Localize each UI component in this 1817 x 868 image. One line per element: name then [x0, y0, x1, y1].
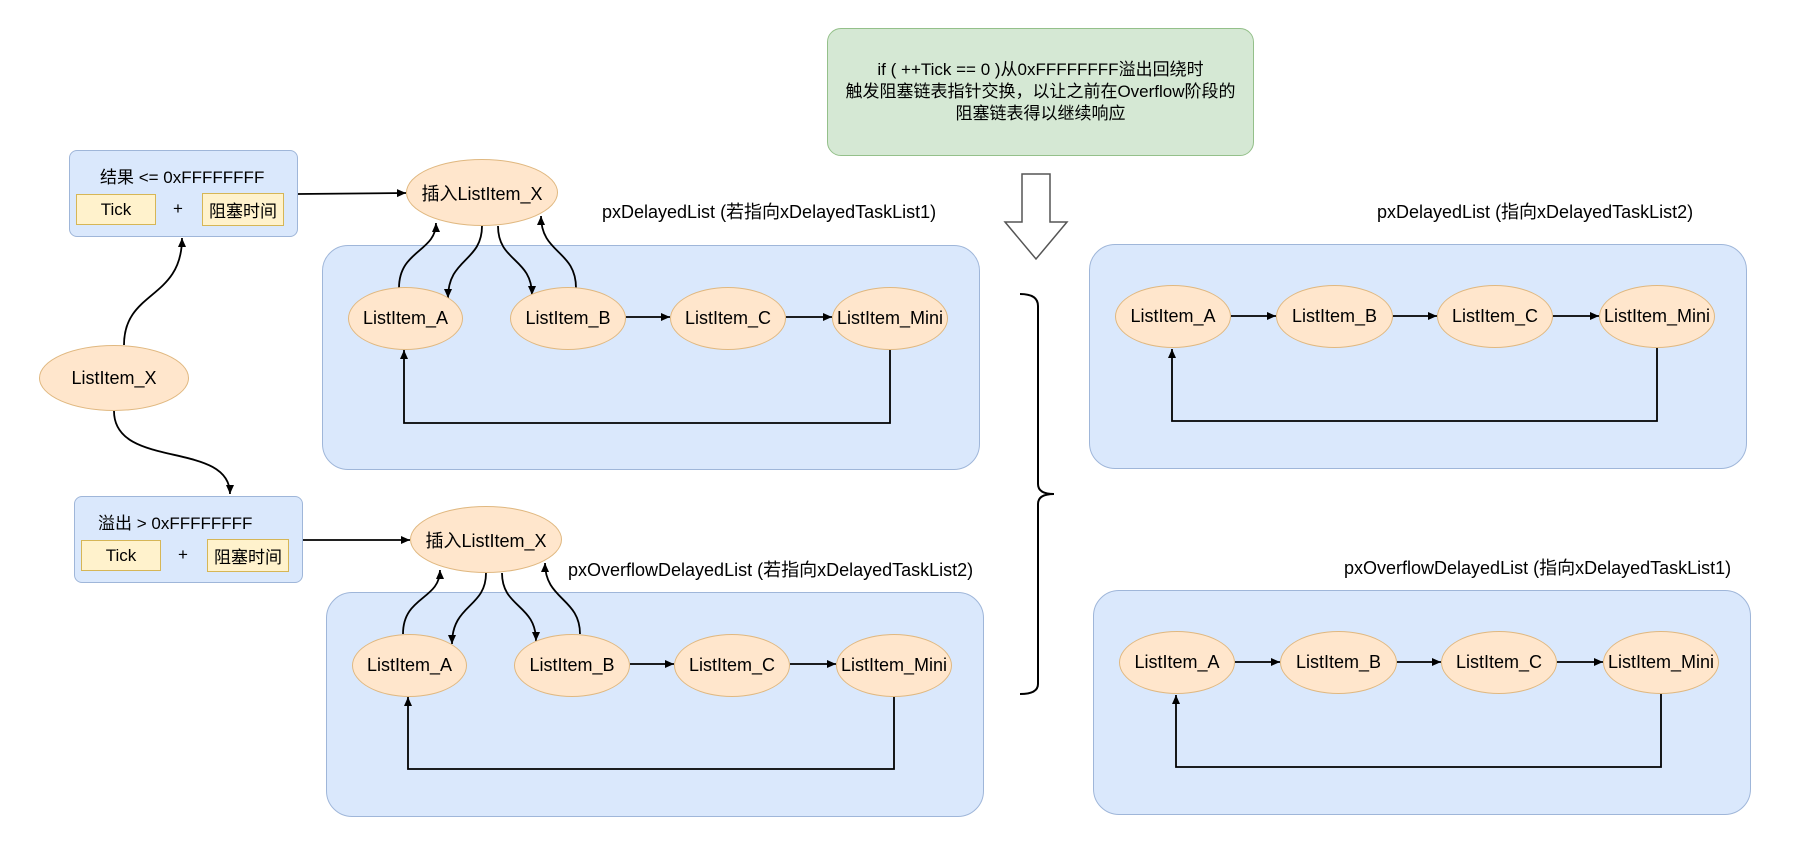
swap-down-arrow-icon — [1003, 173, 1069, 261]
tick-chip: Tick — [81, 540, 161, 571]
overflow-list-title: pxOverflowDelayedList (若指向xDelayedTaskLi… — [568, 560, 974, 580]
list-node-b: ListItem_B — [510, 287, 626, 350]
overflow-list-title: pxOverflowDelayedList (指向xDelayedTaskLis… — [1344, 558, 1732, 578]
edge-mini-loop-a — [400, 338, 894, 424]
formula-normal-title: 结果 <= 0xFFFFFFFF — [100, 168, 265, 187]
edge-insert-to-a — [444, 225, 483, 299]
list-node-b: ListItem_B — [1280, 631, 1397, 694]
list-node-a: ListItem_A — [352, 634, 467, 697]
listitem-x-node: ListItem_X — [39, 345, 189, 411]
edge-b-to-insert — [537, 215, 577, 289]
list-node-c: ListItem_C — [674, 634, 790, 697]
list-node-mini: ListItem_Mini — [836, 634, 952, 697]
delayed-list-title: pxDelayedList (若指向xDelayedTaskList1) — [602, 202, 937, 222]
list-node-a: ListItem_A — [348, 287, 463, 350]
list-node-a: ListItem_A — [1115, 285, 1231, 348]
list-node-mini: ListItem_Mini — [1599, 285, 1715, 348]
block-time-chip: 阻塞时间 — [202, 193, 284, 226]
edge-insert-to-a — [448, 572, 487, 645]
edge-insert-to-b — [497, 225, 536, 296]
insert-listitem-x-node: 插入ListItem_X — [406, 159, 558, 226]
note-line-3: 阻塞链表得以继续响应 — [955, 104, 1126, 123]
list-node-mini: ListItem_Mini — [832, 287, 948, 350]
formula-overflow-box: 溢出 > 0xFFFFFFFF Tick + 阻塞时间 — [74, 496, 303, 583]
swap-brace-icon — [1019, 293, 1055, 695]
list-node-b: ListItem_B — [1276, 285, 1393, 348]
note-line-2: 触发阻塞链表指针交换，以让之前在Overflow阶段的 — [845, 82, 1236, 101]
list-node-c: ListItem_C — [1441, 631, 1557, 694]
block-time-chip: 阻塞时间 — [207, 539, 289, 572]
formula-overflow-title: 溢出 > 0xFFFFFFFF — [98, 514, 253, 533]
edge-insert-to-b — [501, 572, 540, 642]
edge-a-to-insert — [402, 569, 444, 635]
list-node-a: ListItem_A — [1119, 631, 1235, 694]
list-node-mini: ListItem_Mini — [1603, 631, 1719, 694]
edge-mini-loop-a — [1172, 684, 1665, 768]
list-node-c: ListItem_C — [670, 287, 786, 350]
edge-x-to-overflow — [113, 410, 234, 495]
list-node-b: ListItem_B — [514, 634, 630, 697]
edge-mini-loop-a — [1168, 337, 1661, 422]
edge-b-to-insert — [541, 562, 581, 635]
edge-x-to-normal — [123, 237, 186, 346]
list-node-c: ListItem_C — [1437, 285, 1553, 348]
insert-listitem-x-node: 插入ListItem_X — [410, 506, 562, 573]
formula-normal-box: 结果 <= 0xFFFFFFFF Tick + 阻塞时间 — [69, 150, 298, 237]
tick-chip: Tick — [76, 194, 156, 225]
edge-a-to-insert — [398, 222, 440, 289]
edge-normal-to-insert — [297, 189, 407, 198]
delayed-list-title: pxDelayedList (指向xDelayedTaskList2) — [1377, 202, 1694, 222]
plus-sign: + — [178, 545, 188, 564]
swap-note: if ( ++Tick == 0 )从0xFFFFFFFF溢出回绕时 触发阻塞链… — [827, 28, 1254, 156]
plus-sign: + — [173, 199, 183, 218]
edge-mini-loop-a — [404, 685, 898, 770]
note-line-1: if ( ++Tick == 0 )从0xFFFFFFFF溢出回绕时 — [877, 60, 1204, 79]
